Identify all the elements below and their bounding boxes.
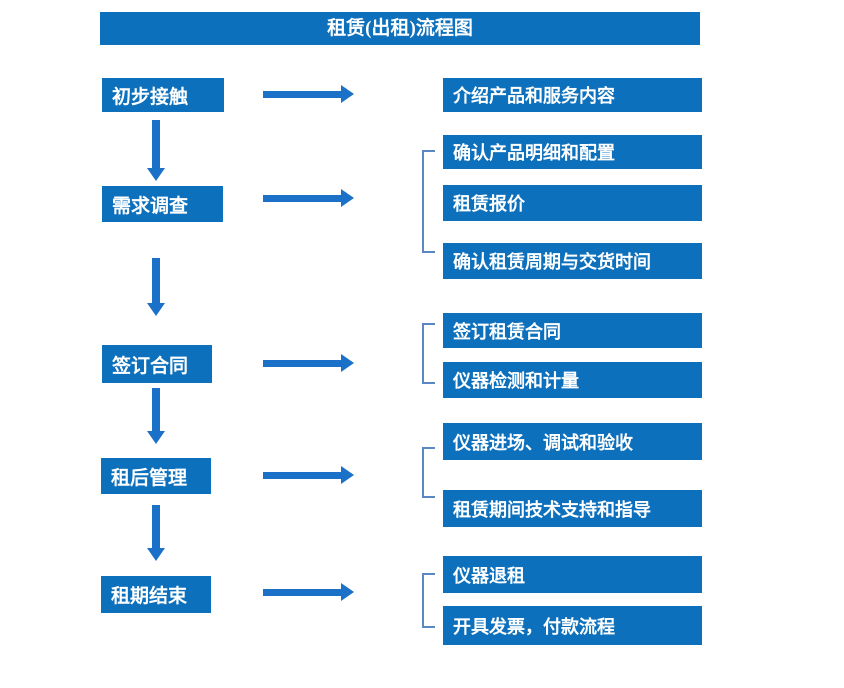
detail-label: 租赁期间技术支持和指导 xyxy=(453,499,651,520)
down-arrow-head-icon xyxy=(147,548,165,561)
detail-label: 签订租赁合同 xyxy=(453,321,561,342)
detail-label: 仪器进场、调试和验收 xyxy=(453,432,633,453)
stage-label: 签订合同 xyxy=(112,355,189,377)
down-arrow-icon xyxy=(152,258,160,303)
stage-box-demand-survey: 需求调查 xyxy=(102,186,223,222)
detail-box: 签订租赁合同 xyxy=(443,313,702,348)
right-arrow-head-icon xyxy=(341,189,354,207)
detail-label: 介绍产品和服务内容 xyxy=(453,86,615,106)
detail-box: 租赁期间技术支持和指导 xyxy=(443,490,702,527)
detail-box: 确认租赁周期与交货时间 xyxy=(443,243,702,279)
right-arrow-icon xyxy=(263,472,341,479)
right-arrow-icon xyxy=(263,589,341,596)
group-bracket-icon xyxy=(422,573,435,628)
detail-box: 仪器退租 xyxy=(443,556,702,593)
right-arrow-icon xyxy=(263,195,341,202)
detail-box: 仪器检测和计量 xyxy=(443,362,702,398)
stage-label: 需求调查 xyxy=(112,195,189,217)
group-bracket-icon xyxy=(422,150,435,253)
right-arrow-head-icon xyxy=(341,85,354,103)
down-arrow-icon xyxy=(152,505,160,548)
right-arrow-head-icon xyxy=(341,354,354,372)
title-bar: 租赁(出租)流程图 xyxy=(100,12,700,45)
detail-label: 确认租赁周期与交货时间 xyxy=(453,252,651,272)
down-arrow-head-icon xyxy=(147,303,165,316)
right-arrow-icon xyxy=(263,360,341,367)
group-bracket-icon xyxy=(422,323,435,384)
detail-box: 租赁报价 xyxy=(443,185,702,221)
stage-label: 租后管理 xyxy=(111,467,188,489)
stage-label: 初步接触 xyxy=(112,86,189,108)
right-arrow-head-icon xyxy=(341,466,354,484)
right-arrow-icon xyxy=(263,91,341,98)
detail-label: 开具发票，付款流程 xyxy=(453,616,615,637)
detail-label: 租赁报价 xyxy=(453,194,525,214)
down-arrow-icon xyxy=(152,388,160,431)
down-arrow-head-icon xyxy=(147,431,165,444)
down-arrow-head-icon xyxy=(147,168,165,181)
detail-label: 仪器检测和计量 xyxy=(453,371,579,391)
stage-box-rental-end: 租期结束 xyxy=(101,576,211,613)
detail-label: 确认产品明细和配置 xyxy=(453,143,615,163)
group-bracket-icon xyxy=(422,447,435,498)
detail-box: 确认产品明细和配置 xyxy=(443,135,702,169)
detail-box: 仪器进场、调试和验收 xyxy=(443,423,702,460)
stage-box-post-rental: 租后管理 xyxy=(101,458,211,494)
page-title: 租赁(出租)流程图 xyxy=(327,18,473,39)
stage-label: 租期结束 xyxy=(111,586,188,607)
down-arrow-icon xyxy=(152,120,160,168)
stage-box-initial-contact: 初步接触 xyxy=(102,78,224,112)
detail-label: 仪器退租 xyxy=(453,565,525,586)
detail-box: 介绍产品和服务内容 xyxy=(443,78,702,112)
right-arrow-head-icon xyxy=(341,583,354,601)
detail-box: 开具发票，付款流程 xyxy=(443,606,702,645)
stage-box-sign-contract: 签订合同 xyxy=(102,345,212,383)
